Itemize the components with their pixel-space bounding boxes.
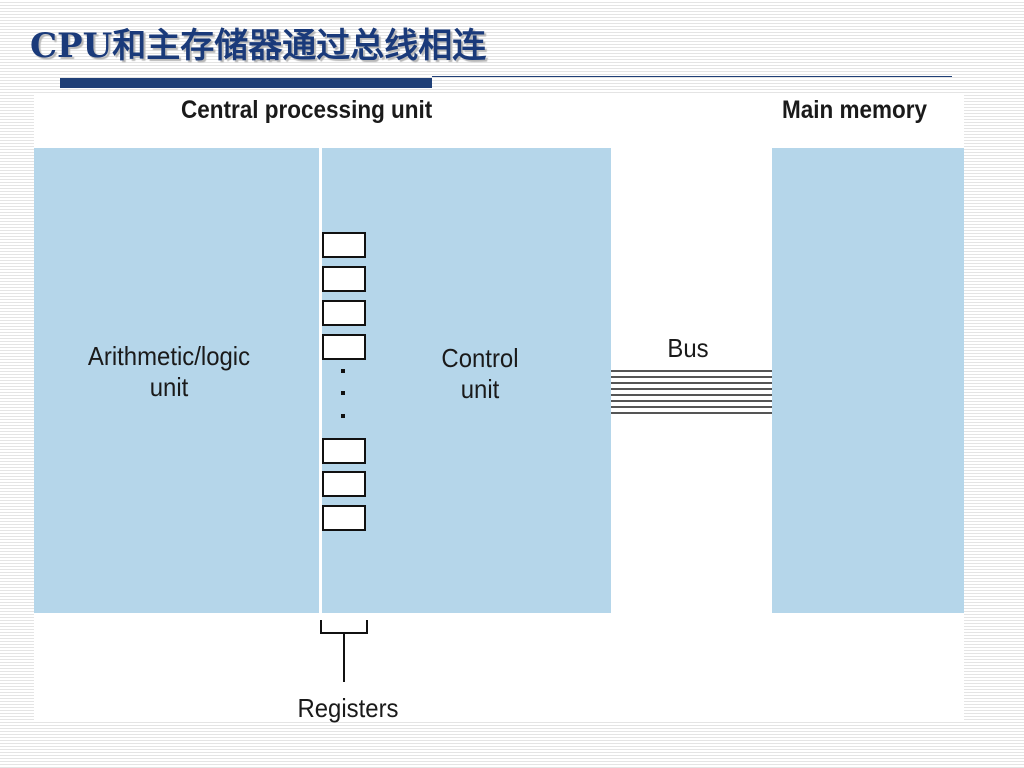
- bus-label: Bus: [667, 333, 709, 363]
- control-unit-label-line2: unit: [460, 374, 500, 404]
- ellipsis-dot: [341, 391, 345, 395]
- bus-line: [611, 370, 772, 372]
- register-box: [322, 300, 366, 326]
- control-unit-block: [322, 148, 611, 613]
- slide-title: CPU和主存储器通过总线相连: [30, 26, 487, 66]
- register-box: [322, 438, 366, 464]
- title-underline-thin: [432, 76, 952, 77]
- register-box: [322, 266, 366, 292]
- bus-line: [611, 376, 772, 378]
- registers-label: Registers: [297, 693, 399, 723]
- register-box: [322, 505, 366, 531]
- registers-bracket: [320, 620, 368, 682]
- cpu-header: Central processing unit: [181, 96, 433, 124]
- cpu-divider: [319, 148, 322, 613]
- bus-line: [611, 394, 772, 396]
- alu-label: Arithmetic/logic unit: [68, 341, 270, 403]
- bus-line: [611, 406, 772, 408]
- bus-line: [611, 400, 772, 402]
- bus-line: [611, 412, 772, 414]
- register-box: [322, 334, 366, 360]
- memory-header: Main memory: [782, 96, 928, 124]
- ellipsis-dot: [341, 414, 345, 418]
- control-unit-label: Control unit: [425, 343, 535, 405]
- register-box: [322, 232, 366, 258]
- alu-label-line2: unit: [149, 372, 189, 402]
- control-unit-label-line1: Control: [441, 343, 519, 373]
- register-box: [322, 471, 366, 497]
- ellipsis-dot: [341, 369, 345, 373]
- title-underline-thick: [60, 78, 432, 88]
- bus-line: [611, 388, 772, 390]
- main-memory-block: [772, 148, 964, 613]
- alu-label-line1: Arithmetic/logic: [87, 341, 251, 371]
- alu-block: [34, 148, 319, 613]
- bus-line: [611, 382, 772, 384]
